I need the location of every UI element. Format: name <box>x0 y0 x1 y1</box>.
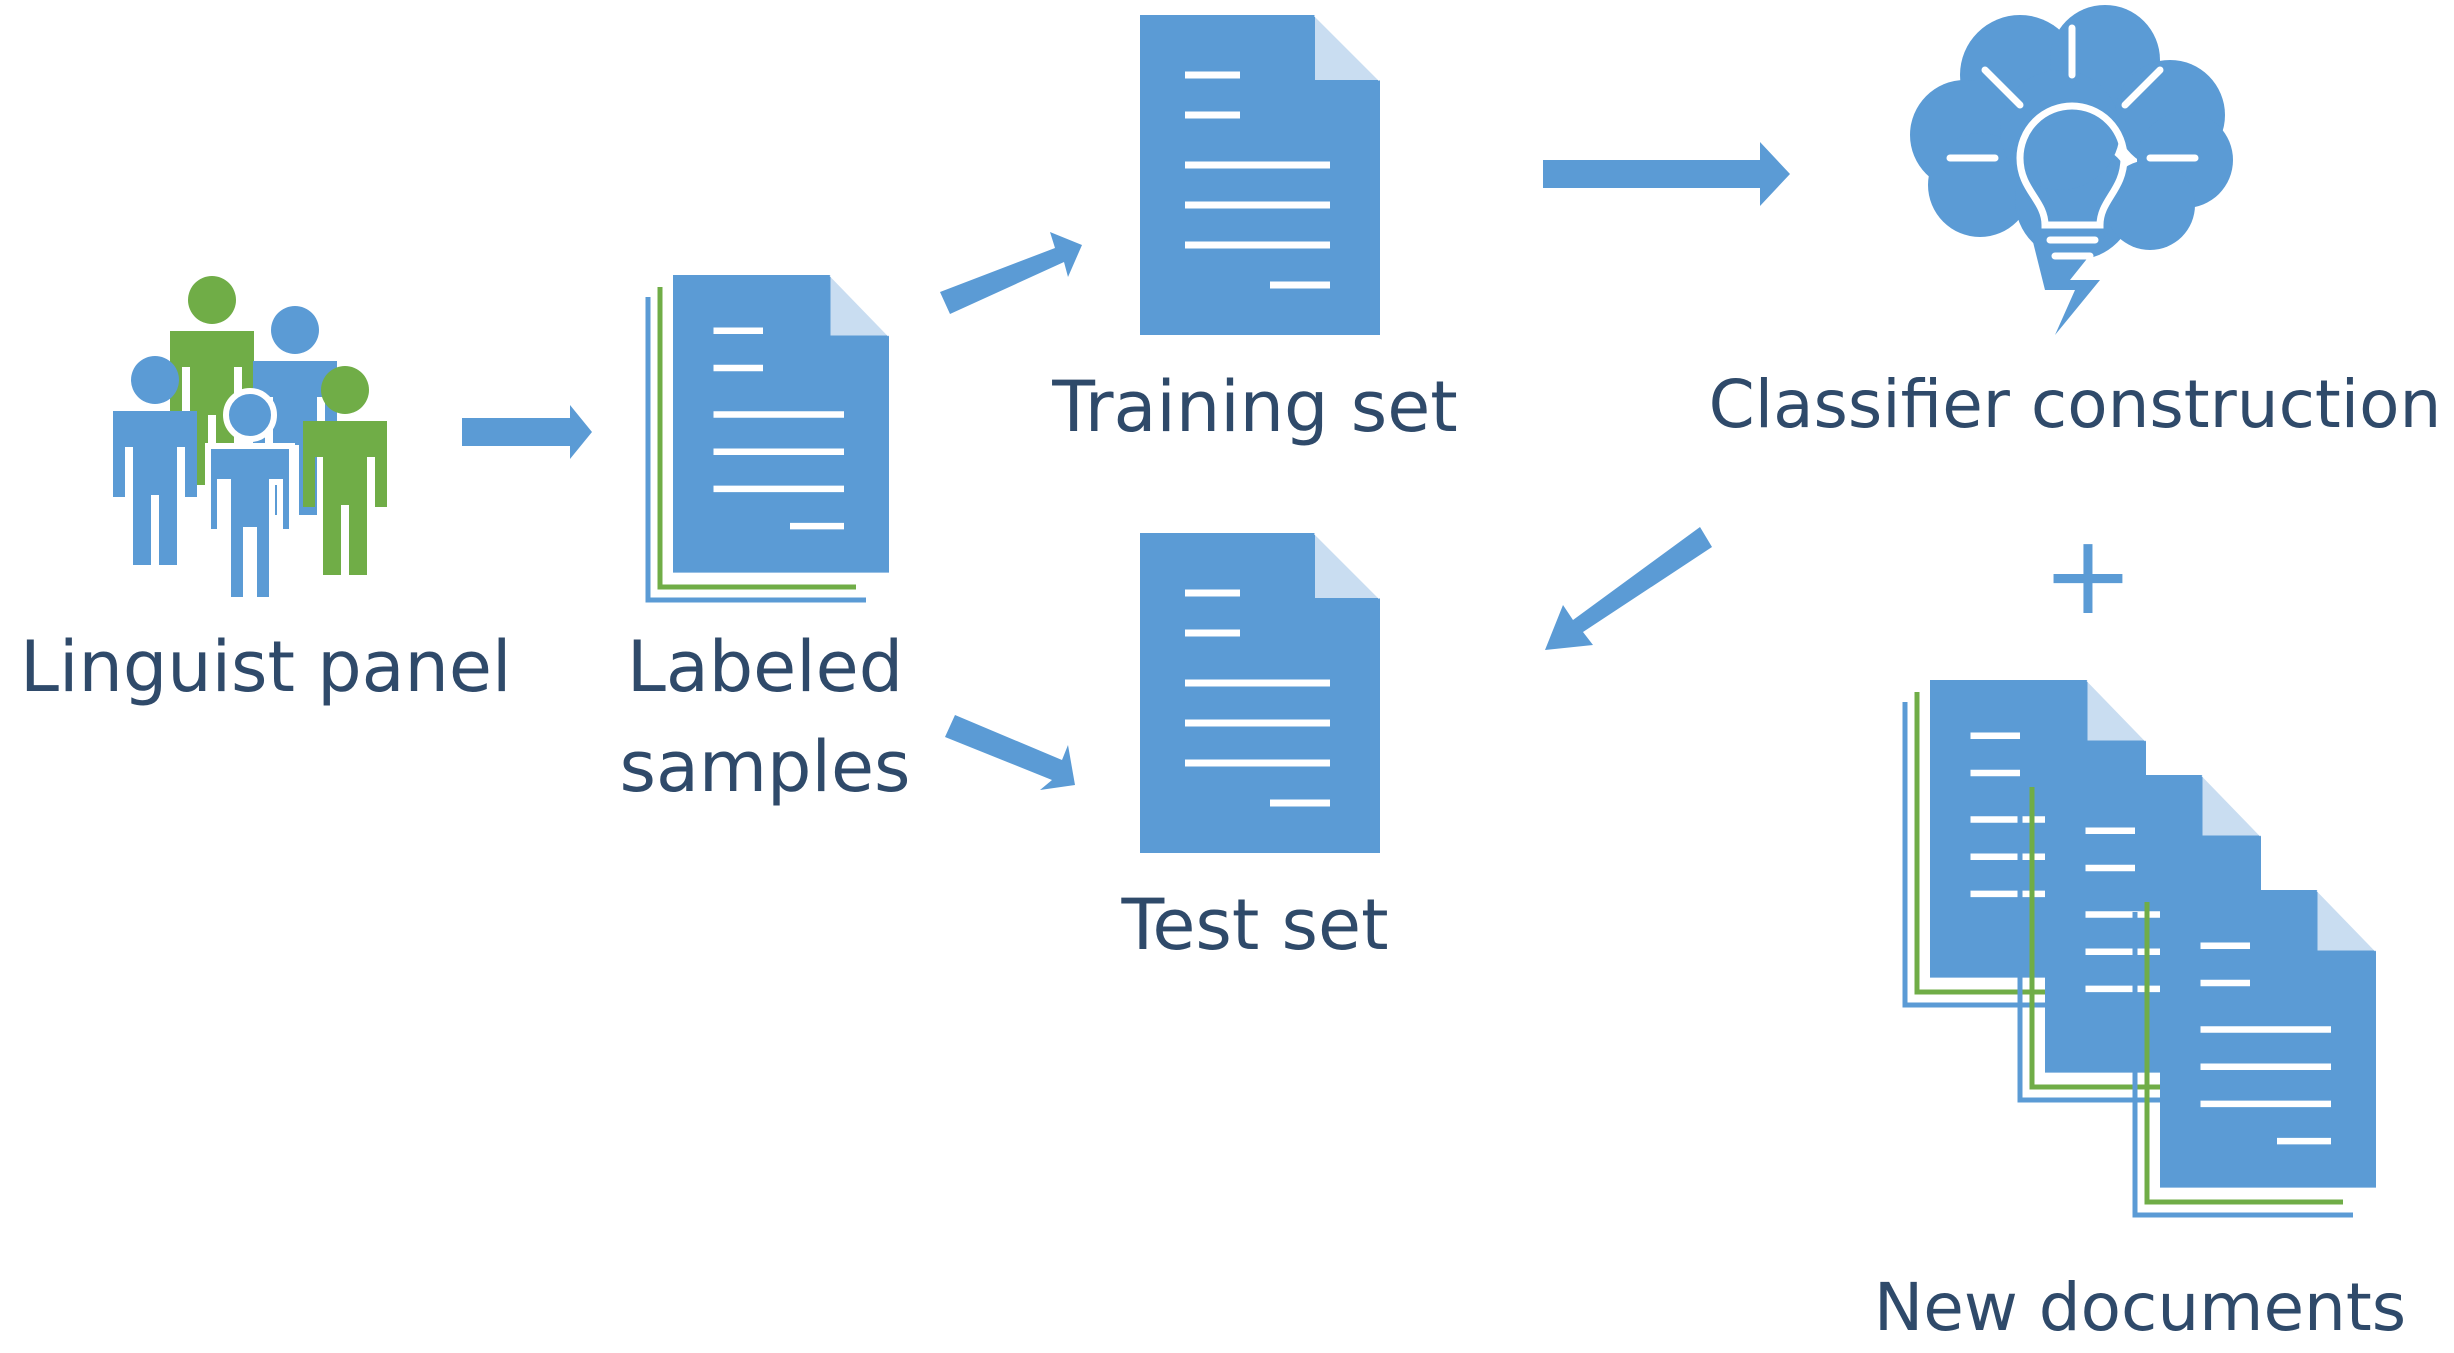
linguist-panel-label: Linguist panel <box>20 626 512 708</box>
document-stacks-icon <box>1905 680 2376 1215</box>
test-set-document-icon <box>1140 533 1380 853</box>
test-set-label: Test set <box>1121 884 1389 966</box>
arrow-to-test-set-from-classifier <box>1545 527 1712 650</box>
arrow-to-labeled-samples <box>462 405 592 459</box>
document-stack-icon <box>648 275 889 600</box>
training-set-document-icon <box>1140 15 1380 335</box>
arrow-to-test-set <box>945 715 1075 790</box>
people-group-icon <box>113 276 387 600</box>
person-figure <box>113 356 197 565</box>
labeled-samples-label-line1: Labeled <box>626 626 904 708</box>
new-documents-label: New documents <box>1873 1269 2407 1346</box>
plus-sign: + <box>2041 511 2135 639</box>
arrow-to-training-set <box>940 232 1082 314</box>
training-set-label: Training set <box>1052 366 1458 448</box>
arrow-to-classifier <box>1543 142 1790 206</box>
brain-lightbulb-icon <box>1910 5 2233 335</box>
classifier-construction-label: Classifier construction <box>1708 366 2442 443</box>
labeled-samples-label-line2: samples <box>619 726 911 808</box>
